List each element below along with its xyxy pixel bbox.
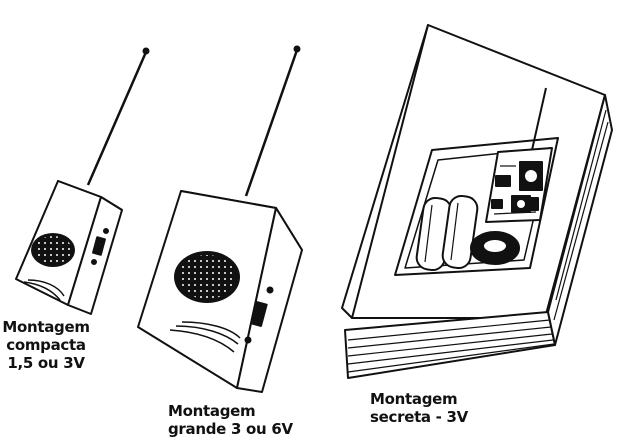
compact-device [15,47,150,315]
book-device [341,24,613,379]
caption-grande-line-1: Montagem [168,402,256,420]
large-device [137,45,303,393]
caption-compact-line-2: compacta [6,336,86,354]
speaker-icon [31,233,75,267]
switch-icon [250,301,268,327]
circuit-board-icon [485,147,553,223]
caption-grande: Montagem grande 3 ou 6V [168,402,293,438]
caption-secreta: Montagem secreta - 3V [370,390,468,426]
coil-icon [470,231,520,265]
caption-grande-line-2: grande 3 ou 6V [168,420,293,438]
caption-secreta-line-2: secreta - 3V [370,408,468,426]
caption-compact: Montagem compacta 1,5 ou 3V [0,318,92,372]
caption-compact-line-3: 1,5 ou 3V [7,354,85,372]
battery-icon [415,194,479,272]
switch-icon [92,236,106,256]
caption-compact-line-1: Montagem [2,318,90,336]
antenna-icon [86,51,148,186]
speaker-icon [174,251,240,303]
antenna-icon [244,49,299,197]
caption-secreta-line-1: Montagem [370,390,458,408]
